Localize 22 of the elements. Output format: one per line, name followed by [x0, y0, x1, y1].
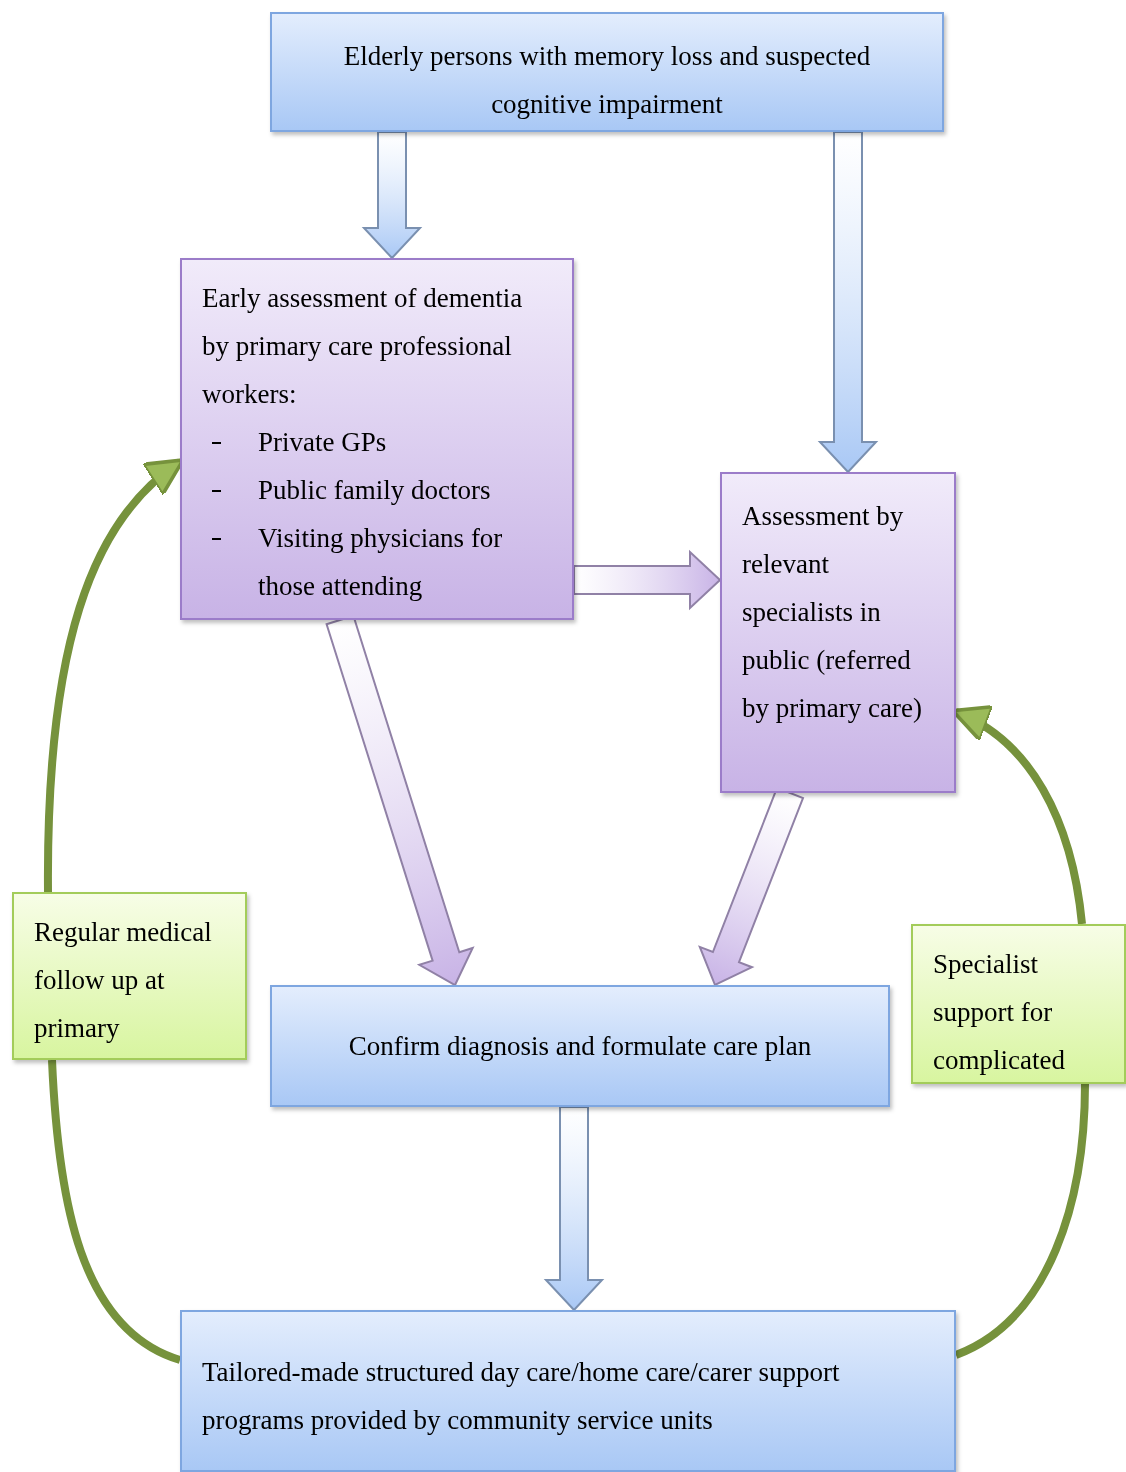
- box-text: Specialist support for complicated: [933, 948, 1066, 1077]
- process-box: [720, 472, 956, 793]
- process-box: [180, 1310, 956, 1472]
- process-box: [180, 258, 574, 620]
- curved-connector: [48, 1059, 182, 1364]
- block-arrow: [573, 549, 722, 611]
- list-item: Private GPs: [258, 427, 387, 457]
- box-text: Assessment by relevant specialists in public (referred by primary care): [742, 500, 923, 725]
- list-item: Public family doctors: [258, 475, 491, 505]
- box-text: Early assessment of dementia by primary care professional workers:: [202, 282, 524, 411]
- block-arrow: [361, 131, 423, 260]
- block-arrow: [543, 1106, 605, 1312]
- block-arrow: [817, 131, 879, 474]
- process-box: [270, 985, 890, 1107]
- process-box: [270, 12, 944, 132]
- box-text: Elderly persons with memory loss and suspected cognitive impairment: [342, 40, 872, 121]
- box-text: Tailored-made structured day care/home care/carer support programs provided by community service units: [202, 1356, 841, 1437]
- list-item: Visiting physicians for those attending: [258, 523, 503, 601]
- process-box: [12, 892, 247, 1060]
- process-box: [911, 924, 1126, 1084]
- box-text: Regular medical follow up at primary: [34, 916, 213, 1045]
- box-text: Confirm diagnosis and formulate care plan: [348, 1030, 812, 1063]
